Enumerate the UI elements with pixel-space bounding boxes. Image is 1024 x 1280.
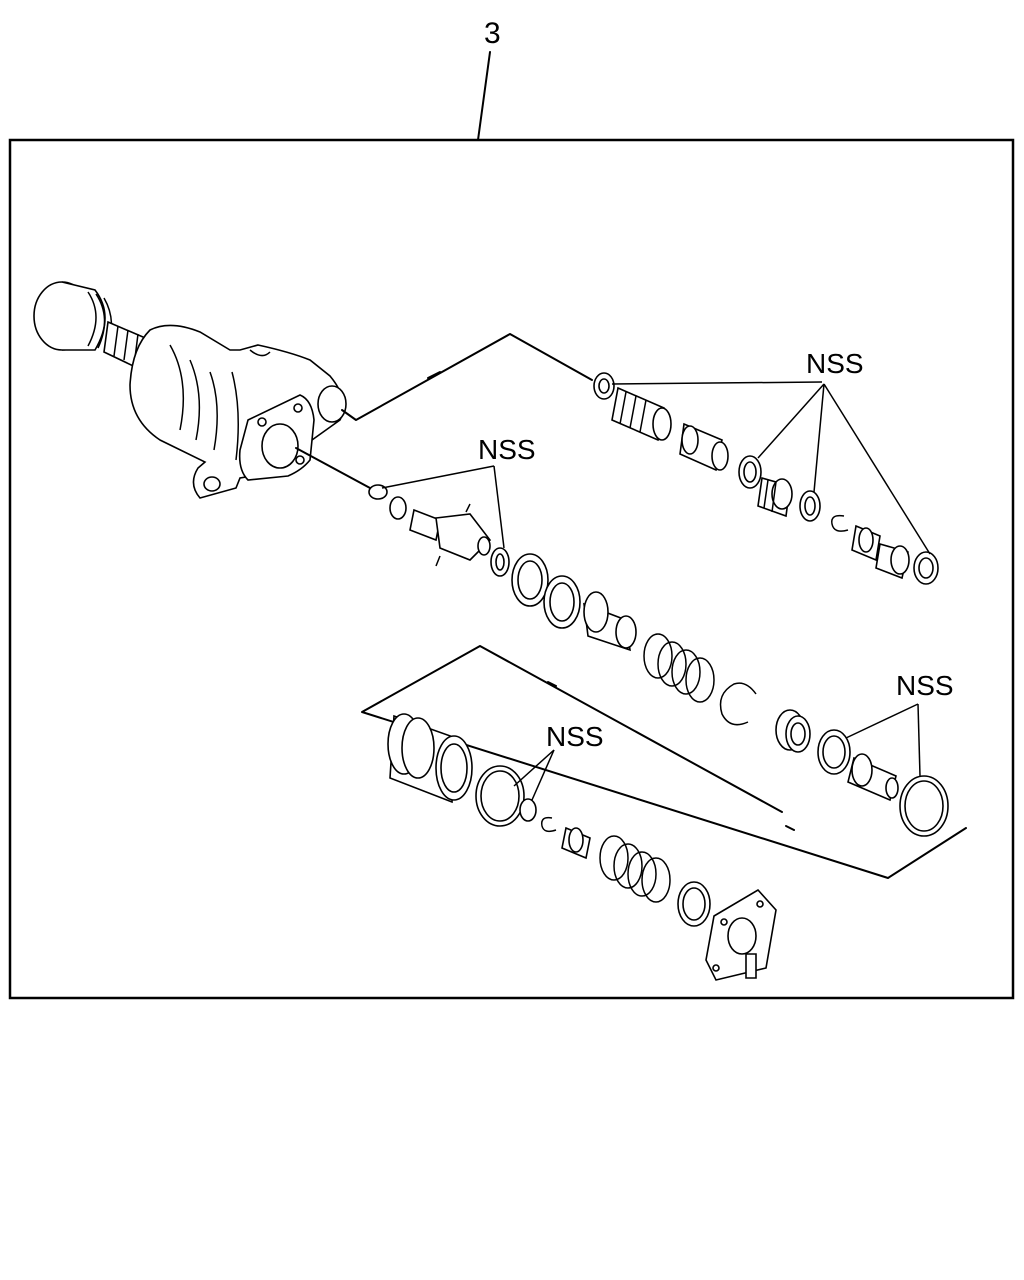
- nss-upper-right-label: NSS: [806, 348, 864, 379]
- upper-chain-break: [427, 371, 441, 379]
- lower-chain-break-2: [785, 825, 795, 831]
- nss-upper-middle-leaders: [381, 465, 505, 549]
- lower-chain-break-1: [547, 681, 557, 687]
- nss-lower-right-label: NSS: [896, 670, 954, 701]
- assembly-frame: [8, 138, 1015, 1000]
- valve-body: [33, 281, 347, 499]
- nss-lower-middle-leaders: [513, 749, 555, 801]
- nss-lower-middle-label: NSS: [546, 721, 604, 752]
- nss-upper-right-leaders: [611, 381, 931, 555]
- assembly-leader-line: [477, 51, 491, 141]
- upper-row-parts: [593, 372, 939, 585]
- assembly-number-label: 3: [484, 17, 501, 50]
- lower-row-parts: [387, 713, 777, 981]
- lower-chain-leader: [361, 645, 967, 879]
- upper-chain-leader: [341, 333, 593, 421]
- middle-chain-leader: [295, 447, 371, 489]
- middle-row-parts: [368, 484, 949, 837]
- nss-upper-middle-label: NSS: [478, 434, 536, 465]
- nss-lower-right-leaders: [845, 703, 921, 777]
